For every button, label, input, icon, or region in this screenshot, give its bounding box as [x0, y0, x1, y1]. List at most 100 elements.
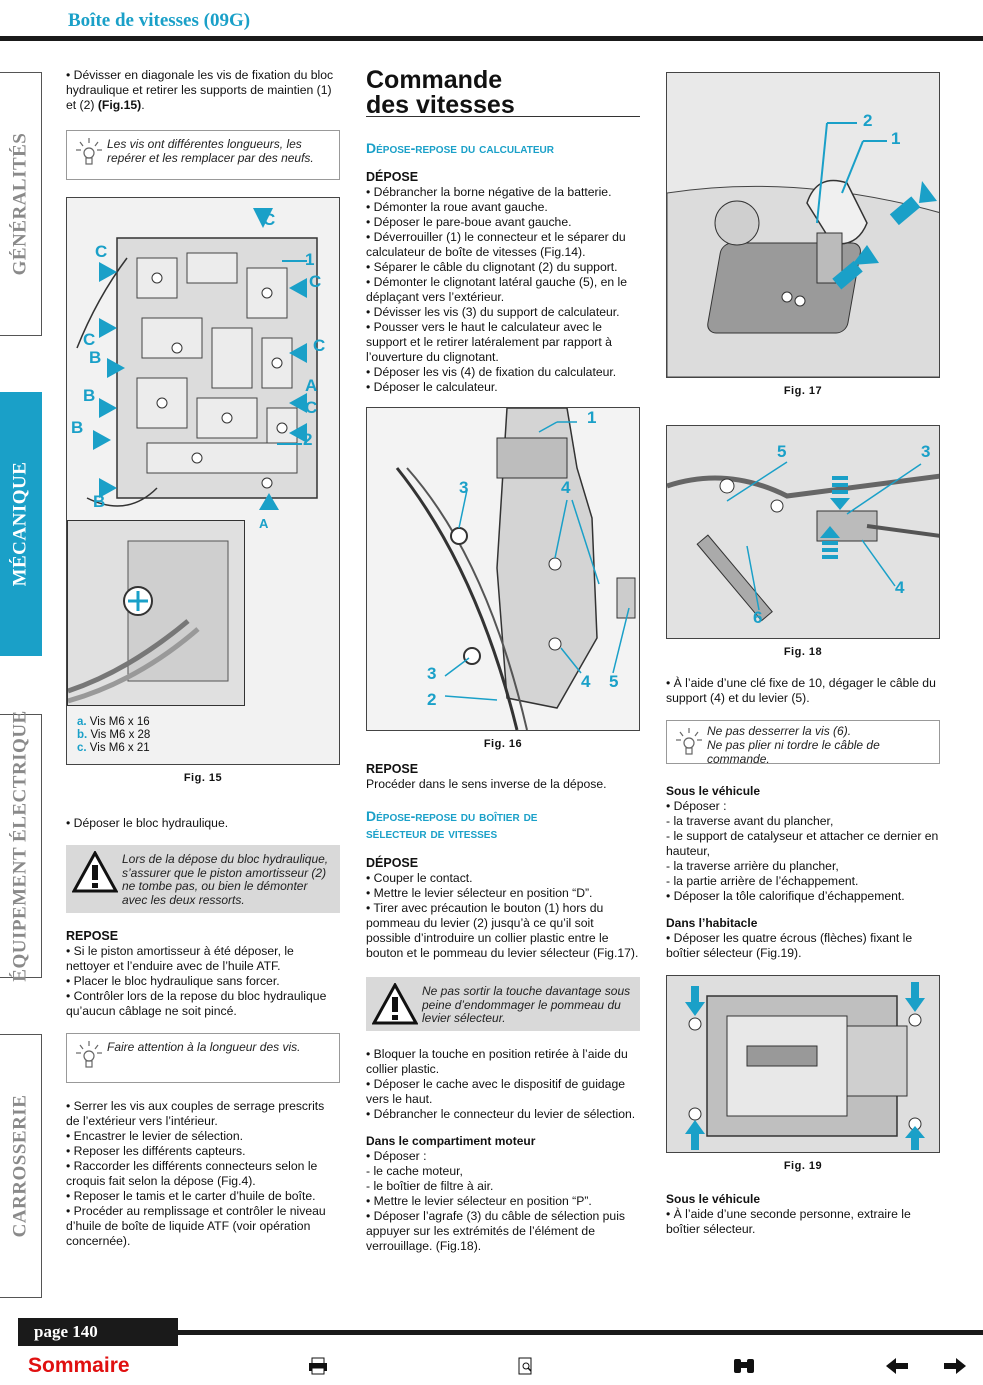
paragraph: • Déposer les quatre écrous (flèches) fi… — [666, 931, 913, 960]
fig16-label-1: 1 — [587, 408, 597, 427]
figure-15: C C 1 C C C B A B C B 2 B A a. Vis M6 x … — [66, 197, 340, 765]
fig15-label-c: C — [95, 242, 108, 261]
page-header-title: Boîte de vitesses (09G) — [68, 10, 251, 31]
list-item: • Déposer le pare-boue avant gauche. — [366, 215, 572, 229]
list-item: - le support de catalyseur et attacher c… — [666, 829, 939, 858]
fig15-label-b: B — [93, 492, 106, 511]
section-heading: Dans l’habitacle — [666, 916, 758, 930]
sommaire-link[interactable]: Sommaire — [28, 1354, 130, 1377]
list-item: • Déposer : — [366, 1149, 427, 1163]
list-item: • Dévisser les vis (3) du support de cal… — [366, 305, 620, 319]
figure-17: 2 1 — [666, 72, 940, 378]
list-item: - la traverse avant du plancher, — [666, 814, 834, 828]
footer-rule — [178, 1330, 983, 1335]
header-rule — [0, 36, 983, 41]
list-item: • Déposer les vis (4) de fixation du cal… — [366, 365, 617, 379]
section-heading: DÉPOSE — [366, 856, 419, 870]
fig15-label-a: A — [259, 516, 269, 531]
page-number: page 140 — [18, 1318, 178, 1346]
list-item: • Tirer avec précaution le bouton (1) ho… — [366, 901, 639, 960]
list-item: • Procéder au remplissage et contrôler l… — [66, 1204, 326, 1248]
tab-mecanique[interactable]: MÉCANIQUE — [0, 392, 42, 656]
fig16-label-5: 5 — [609, 672, 619, 691]
list-item: • Déposer le calculateur. — [366, 380, 498, 394]
fig15-label-c: C — [313, 336, 326, 355]
fig18-label-4: 4 — [895, 578, 905, 597]
fig15-label-a: A — [305, 376, 318, 395]
section-heading: REPOSE — [366, 762, 419, 776]
fig15-label-c: C — [83, 330, 96, 349]
print-icon[interactable] — [308, 1357, 328, 1380]
fig15-label-b: B — [83, 386, 96, 405]
list-item: - la partie arrière de l’échappement. — [666, 874, 859, 888]
list-item: • Encastrer le levier de sélection. — [66, 1129, 244, 1143]
note-box: Les vis ont différentes longueurs, les r… — [66, 130, 340, 180]
figure-16-caption: Fig. 16 — [483, 738, 523, 750]
selector-housing-diagram — [667, 976, 939, 1152]
fig16-label-3: 3 — [427, 664, 437, 683]
title-rule — [366, 116, 640, 117]
figure-16: 1 3 4 3 2 4 5 — [366, 407, 640, 731]
list-item: • Déposer : — [666, 799, 727, 813]
page-title: Commande des vitesses — [366, 66, 515, 119]
fig15-label-2: 2 — [303, 430, 313, 449]
paragraph: • Dévisser en diagonale les vis de fixat… — [66, 68, 334, 112]
figure-18: 5 3 4 6 — [666, 425, 940, 639]
column-1: • Dévisser en diagonale les vis de fixat… — [66, 68, 340, 1249]
fig16-label-3: 3 — [459, 478, 469, 497]
list-item: • Déverrouiller (1) le connecteur et le … — [366, 230, 626, 259]
warning-icon — [372, 983, 418, 1025]
column-3: 2 1 Fig. 17 5 3 4 6 Fig. 18 — [666, 72, 940, 1237]
arrow-right-icon[interactable] — [944, 1357, 966, 1380]
section-heading: REPOSE — [66, 929, 119, 943]
note-box: Faire attention à la longueur des vis. — [66, 1033, 340, 1083]
list-item: • Contrôler lors de la repose du bloc hy… — [66, 989, 327, 1018]
fig15-label-c: C — [305, 398, 318, 417]
fig15-label-b: B — [89, 348, 102, 367]
figure-18-caption: Fig. 18 — [783, 646, 823, 658]
list-item: • Démonter le clignotant latéral gauche … — [366, 275, 628, 304]
figure-15-inset — [67, 520, 245, 706]
fig15-label-c: C — [263, 210, 276, 229]
section-heading: DÉPOSE — [366, 170, 419, 184]
selector-cable-diagram — [667, 426, 939, 638]
figure-15-caption: Fig. 15 — [183, 772, 223, 784]
fig17-label-1: 1 — [891, 129, 901, 148]
warning-icon — [72, 851, 118, 893]
fig18-label-5: 5 — [777, 442, 787, 461]
fig15-label-1: 1 — [305, 250, 315, 269]
paragraph: • À l’aide d’une seconde personne, extra… — [666, 1207, 911, 1236]
list-item: • Débrancher le connecteur du levier de … — [366, 1107, 636, 1121]
list-item: • Déposer l’agrafe (3) du câble de sélec… — [366, 1209, 625, 1253]
list-item: • Si le piston amortisseur à été déposer… — [66, 944, 294, 973]
list-item: • Mettre le levier sélecteur en position… — [366, 886, 593, 900]
figure-17-caption: Fig. 17 — [783, 385, 823, 397]
lightbulb-icon — [76, 138, 102, 165]
lightbulb-icon — [76, 1041, 102, 1068]
list-item: - le boîtier de filtre à air. — [366, 1179, 494, 1193]
section-title: Dépose-repose du calculateur — [366, 140, 554, 156]
list-item: • Mettre le levier sélecteur en position… — [366, 1194, 592, 1208]
tab-carrosserie[interactable]: CARROSSERIE — [0, 1034, 42, 1298]
tab-equipement-electrique[interactable]: ÉQUIPEMENT ÉLECTRIQUE — [0, 710, 42, 982]
note-box: Ne pas desserrer la vis (6). Ne pas plie… — [666, 720, 940, 766]
binoculars-icon[interactable] — [732, 1357, 756, 1380]
zoom-icon[interactable] — [518, 1357, 534, 1380]
list-item: • Couper le contact. — [366, 871, 473, 885]
fig17-label-2: 2 — [863, 111, 873, 130]
lightbulb-icon — [676, 728, 702, 755]
warning-box: Ne pas sortir la touche davantage sous p… — [366, 977, 640, 1031]
tab-generalites[interactable]: GÉNÉRALITÉS — [0, 72, 42, 336]
list-item: • Débrancher la borne négative de la bat… — [366, 185, 612, 199]
inset-detail — [67, 540, 229, 704]
fig15-label-c: C — [309, 272, 322, 291]
list-item: • Déposer la tôle calorifique d’échappem… — [666, 889, 905, 903]
list-item: - le cache moteur, — [366, 1164, 463, 1178]
list-item: • Raccorder les différents connecteurs s… — [66, 1159, 318, 1188]
list-item: • Bloquer la touche en position retirée … — [366, 1047, 628, 1076]
section-heading: Dans le compartiment moteur — [366, 1134, 536, 1148]
figure-19-caption: Fig. 19 — [783, 1160, 823, 1172]
arrow-left-icon[interactable] — [886, 1357, 908, 1380]
section-heading: Sous le véhicule — [666, 784, 761, 798]
